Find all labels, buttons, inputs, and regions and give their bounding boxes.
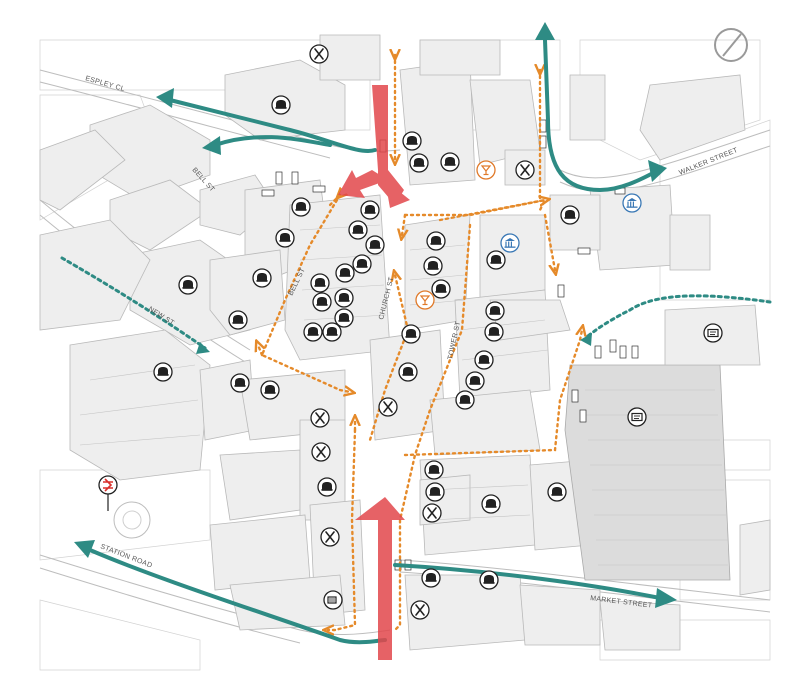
shop-awning-icon — [560, 205, 580, 225]
civic-building-icon — [622, 193, 642, 213]
shop-awning-icon — [474, 350, 494, 370]
shop-awning-icon — [465, 371, 485, 391]
shop-awning-icon — [312, 292, 332, 312]
shop-awning-icon — [352, 254, 372, 274]
shop-awning-icon — [291, 197, 311, 217]
knife-fork-icon — [410, 600, 430, 620]
shop-awning-icon — [335, 263, 355, 283]
shop-awning-icon — [178, 275, 198, 295]
shop-awning-icon — [228, 310, 248, 330]
shop-awning-icon — [424, 460, 444, 480]
shop-awning-icon — [348, 220, 368, 240]
compass-icon — [714, 28, 748, 62]
shop-awning-icon — [153, 362, 173, 382]
buildings — [39, 34, 771, 651]
cocktail-glass-icon — [476, 160, 496, 180]
shop-awning-icon — [398, 362, 418, 382]
knife-fork-icon — [422, 503, 442, 523]
vehicle-route-arrowheads — [74, 22, 677, 608]
knife-fork-icon — [320, 527, 340, 547]
street-label-espley-cl: ESPLEY CL — [84, 75, 125, 93]
shop-awning-icon — [485, 301, 505, 321]
shop-awning-icon — [547, 482, 567, 502]
shop-awning-icon — [365, 235, 385, 255]
street-label-walker-street: WALKER STREET — [678, 147, 739, 177]
knife-fork-icon — [310, 408, 330, 428]
cinema-icon — [627, 407, 647, 427]
shop-awning-icon — [334, 288, 354, 308]
shop-awning-icon — [252, 268, 272, 288]
shop-awning-icon — [431, 279, 451, 299]
shop-awning-icon — [409, 153, 429, 173]
shop-awning-icon — [275, 228, 295, 248]
roundabout — [113, 501, 151, 539]
shop-awning-icon — [310, 273, 330, 293]
shop-awning-icon — [360, 200, 380, 220]
shop-awning-icon — [401, 324, 421, 344]
road-edges — [39, 69, 771, 644]
national-rail-icon — [98, 475, 118, 511]
vehicle-routes — [88, 38, 662, 645]
civic-building-icon — [500, 233, 520, 253]
shop-awning-icon — [334, 308, 354, 328]
shop-awning-icon — [481, 494, 501, 514]
vehicle-approach-arrowheads — [196, 333, 592, 354]
shop-awning-icon — [317, 477, 337, 497]
shop-awning-icon — [260, 380, 280, 400]
poi-icons — [98, 44, 723, 620]
shop-awning-icon — [402, 131, 422, 151]
cocktail-glass-icon — [415, 290, 435, 310]
shop-awning-icon — [230, 373, 250, 393]
shop-awning-icon — [426, 231, 446, 251]
shop-awning-icon — [486, 250, 506, 270]
knife-fork-icon — [515, 160, 535, 180]
knife-fork-icon — [309, 44, 329, 64]
shop-awning-icon — [271, 95, 291, 115]
pedestrian-routes — [258, 55, 582, 630]
shop-awning-icon — [440, 152, 460, 172]
shop-awning-icon — [423, 256, 443, 276]
knife-fork-icon — [311, 442, 331, 462]
knife-fork-icon — [378, 397, 398, 417]
cinema-icon — [703, 323, 723, 343]
shop-awning-icon — [303, 322, 323, 342]
coffee-cup-icon — [323, 590, 343, 610]
shop-awning-icon — [421, 568, 441, 588]
shop-awning-icon — [425, 482, 445, 502]
shop-awning-icon — [479, 570, 499, 590]
shop-awning-icon — [322, 322, 342, 342]
shop-awning-icon — [455, 390, 475, 410]
shop-awning-icon — [484, 322, 504, 342]
main-access-arrows — [338, 85, 410, 660]
vehicle-approach-routes — [60, 256, 772, 350]
